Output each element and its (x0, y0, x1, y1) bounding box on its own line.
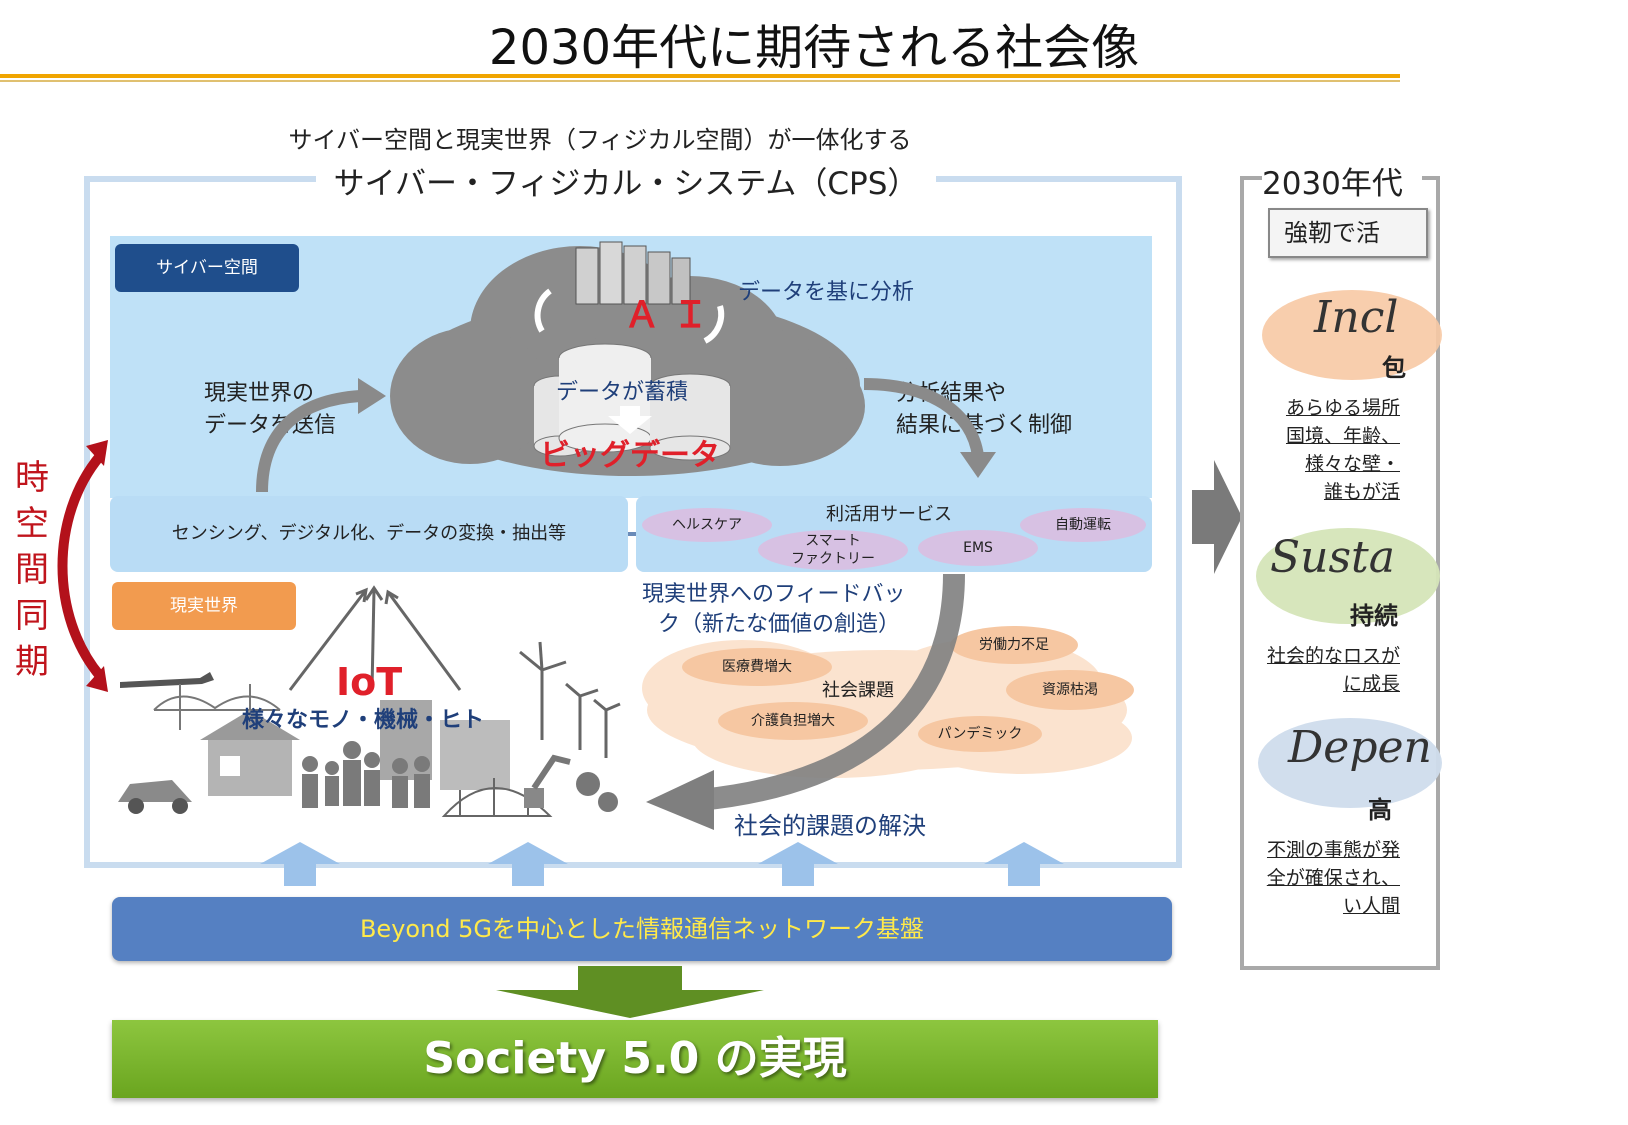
sync-char: 間 (15, 550, 49, 590)
inclusive-word: Incl (1314, 292, 1399, 343)
connector-line (628, 532, 636, 536)
up-arrow-icon (758, 842, 838, 886)
dependable-sub: 高 (1368, 796, 1392, 824)
issue-care-burden: 介護負担増大 (718, 702, 868, 740)
up-arrow-icon (984, 842, 1064, 886)
cycle-arrow-icon (534, 288, 552, 333)
right-panel-box: 強靭で活 (1268, 208, 1428, 258)
cyber-space-tag: サイバー空間 (115, 244, 299, 292)
inclusive-sub: 包 (1382, 354, 1406, 382)
feedback-label-line1: 現実世界へのフィードバッ (642, 582, 906, 607)
title-rule-secondary (0, 80, 1400, 82)
real-world-illustration (118, 585, 621, 817)
service-healthcare: ヘルスケア (642, 508, 772, 542)
society-down-arrow (496, 966, 764, 1018)
iot-label: IoT (336, 660, 403, 704)
sensing-box: センシング、デジタル化、データの変換・抽出等 (110, 496, 628, 572)
send-label-line1: 現実世界の (204, 381, 315, 406)
dependable-word: Depen (1288, 722, 1432, 773)
curved-arrow-icon (863, 378, 984, 458)
inclusive-line: 様々な壁・ (1304, 453, 1400, 475)
down-arrow-icon (496, 966, 764, 1018)
service-smart-label: スマート (805, 533, 861, 549)
society-bar: Society 5.0 の実現 (112, 1020, 1158, 1098)
iot-sub-label: 様々なモノ・機械・ヒト (242, 708, 485, 733)
sustainable-line: に成長 (1342, 673, 1400, 695)
inclusive-line: 誰もが活 (1323, 481, 1400, 503)
control-arrow (863, 378, 996, 478)
people-icon (302, 741, 430, 808)
sync-char: 期 (15, 642, 49, 682)
sync-label: 時 空 間 同 期 (12, 455, 52, 685)
bigdata-label: ビッグデータ (540, 438, 720, 473)
accumulate-label: データが蓄積 (556, 380, 689, 405)
cps-subtitle: サイバー空間と現実世界（フィジカル空間）が一体化する (288, 126, 912, 154)
right-arrow-icon (1192, 460, 1242, 574)
page-title: 2030年代に期待される社会像 (488, 20, 1140, 76)
sync-char: 時 (15, 458, 49, 498)
inclusive-text: あらゆる場所 国境、年齢、 様々な壁・ 誰もが活 (1240, 394, 1400, 506)
service-factory-label: ファクトリー (791, 551, 875, 567)
sync-char: 同 (15, 596, 49, 636)
send-label-line2: データを送信 (204, 413, 337, 438)
analyze-label: データを基に分析 (738, 280, 915, 305)
up-arrow-icon (488, 842, 568, 886)
dependable-line: 全が確保され、 (1266, 867, 1400, 889)
sustainable-sub: 持続 (1350, 602, 1398, 630)
curved-arrow-icon (698, 573, 965, 811)
cycle-arrow-icon (703, 305, 725, 344)
car-icon (118, 780, 192, 814)
feedback-label-line2: ク（新たな価値の創造） (658, 612, 901, 637)
right-arrow (1192, 460, 1242, 574)
real-world-tag: 現実世界 (112, 582, 296, 630)
send-arrow (256, 378, 386, 493)
issues-title: 社会課題 (822, 680, 894, 701)
iot-upward-arrows (288, 585, 462, 691)
wind-turbine-icon (519, 641, 621, 758)
server-rack-icon (575, 241, 691, 305)
solution-label: 社会的課題の解決 (734, 812, 926, 840)
issue-resource-depletion: 資源枯渇 (1006, 670, 1134, 710)
inclusive-line: あらゆる場所 (1285, 397, 1400, 419)
issue-pandemic: パンデミック (918, 716, 1042, 752)
house-icon (200, 710, 300, 796)
down-arrow-icon (608, 406, 652, 434)
service-autonomous-driving: 自動運転 (1020, 508, 1146, 542)
feedback-arrow (646, 573, 965, 830)
gear-icon (576, 772, 618, 812)
up-arrow-icon (260, 842, 340, 886)
service-smart-factory: スマート ファクトリー (758, 530, 908, 570)
title-rule (0, 74, 1400, 78)
dependable-line: い人間 (1342, 895, 1400, 917)
services-title: 利活用サービス (826, 504, 952, 525)
ai-label: Ａ Ｉ (624, 295, 709, 336)
network-up-arrows (260, 842, 1064, 886)
control-label-line2: 結果に基づく制御 (896, 413, 1073, 438)
cloud-illustration (390, 241, 865, 476)
dependable-line: 不測の事態が発 (1266, 839, 1400, 861)
network-bar: Beyond 5Gを中心とした情報通信ネットワーク基盤 (112, 897, 1172, 961)
dependable-blob (1258, 718, 1442, 808)
curved-arrow-icon (256, 390, 361, 493)
sync-arrow (57, 440, 108, 692)
inclusive-line: 国境、年齢、 (1285, 425, 1400, 447)
inclusive-blob (1262, 290, 1442, 380)
cps-title: サイバー・フィジカル・システム（CPS） (316, 158, 936, 202)
sustainable-text: 社会的なロスが に成長 (1240, 642, 1400, 698)
service-ems: EMS (918, 530, 1038, 566)
sustainable-blob (1256, 528, 1440, 624)
sync-char: 空 (15, 504, 49, 544)
airplane-icon (120, 672, 214, 688)
issue-medical-costs: 医療費増大 (682, 648, 832, 686)
right-panel-title: 2030年代 (1262, 158, 1422, 203)
dependable-text: 不測の事態が発 全が確保され、 い人間 (1240, 836, 1400, 920)
robot-arm-icon (524, 754, 571, 808)
sustainable-line: 社会的なロスが (1266, 645, 1400, 667)
issue-labor-shortage: 労働力不足 (950, 626, 1078, 664)
double-arrow-icon (57, 452, 104, 680)
sustainable-word: Susta (1270, 532, 1395, 583)
